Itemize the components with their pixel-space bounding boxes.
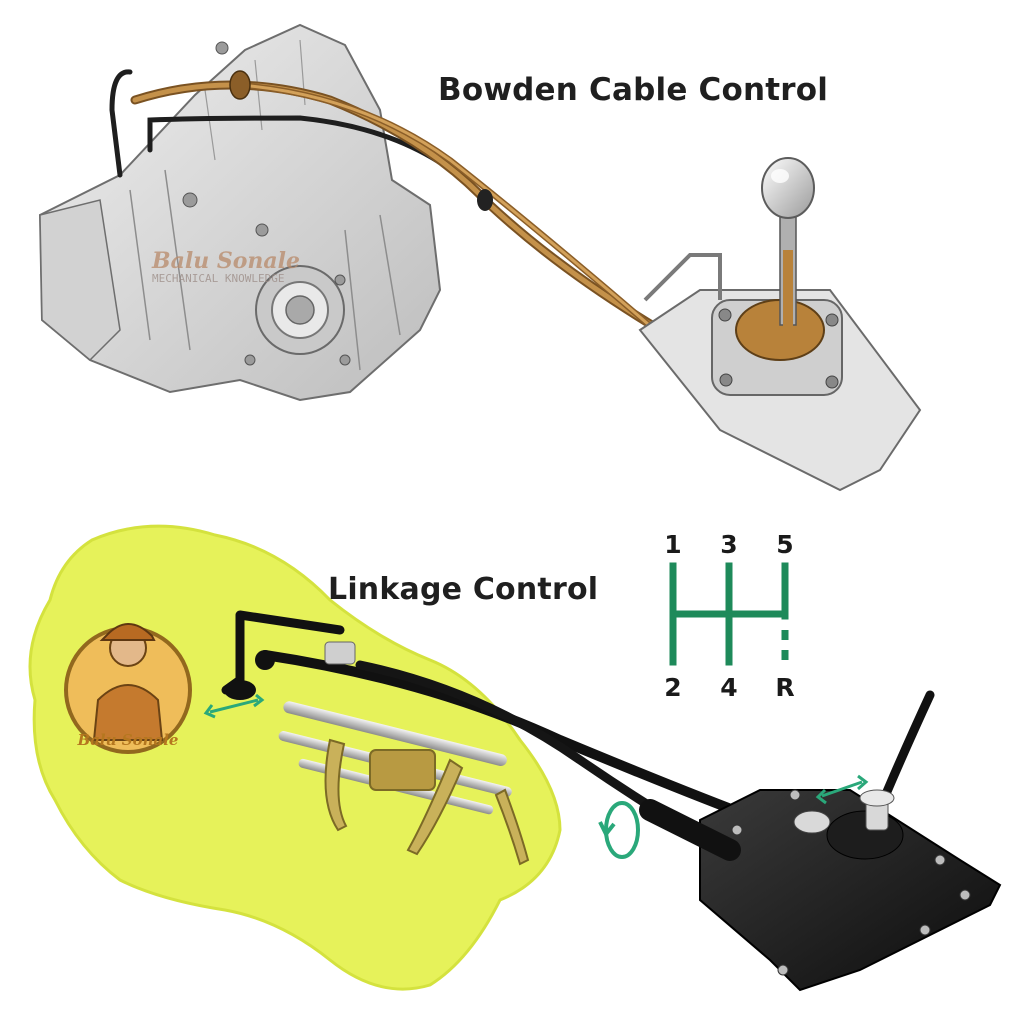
linkage-shifter-housing	[639, 789, 1002, 992]
watermark-logo: Balu Sonale	[64, 623, 192, 754]
gear-lever	[779, 204, 797, 330]
watermark-text: Balu Sonale MECHANICAL KNOWLEDGE	[151, 248, 300, 285]
linkage-gear-lever	[859, 690, 935, 831]
svg-text:Balu Sonale: Balu Sonale	[77, 731, 179, 749]
gear-label-2: 2	[664, 673, 682, 702]
bowden-cable-heading: Bowden Cable Control	[438, 72, 829, 108]
svg-text:MECHANICAL KNOWLEDGE: MECHANICAL KNOWLEDGE	[152, 272, 284, 285]
linkage-control-heading: Linkage Control	[328, 572, 599, 607]
transmission-case	[38, 23, 442, 402]
shifter-base	[638, 253, 922, 492]
gear-label-5: 5	[776, 530, 794, 559]
gear-label-3: 3	[720, 530, 738, 559]
gear-label-reverse: R	[775, 673, 795, 702]
gear-label-1: 1	[664, 530, 682, 559]
rotation-arrow-icon	[598, 801, 640, 859]
shift-forks	[324, 738, 530, 866]
gear-label-4: 4	[720, 673, 738, 702]
shift-pattern-diagram	[669, 562, 789, 666]
svg-text:Balu Sonale: Balu Sonale	[151, 248, 300, 274]
motion-arrow-icon	[203, 693, 869, 805]
gear-lever-knob	[761, 157, 815, 219]
